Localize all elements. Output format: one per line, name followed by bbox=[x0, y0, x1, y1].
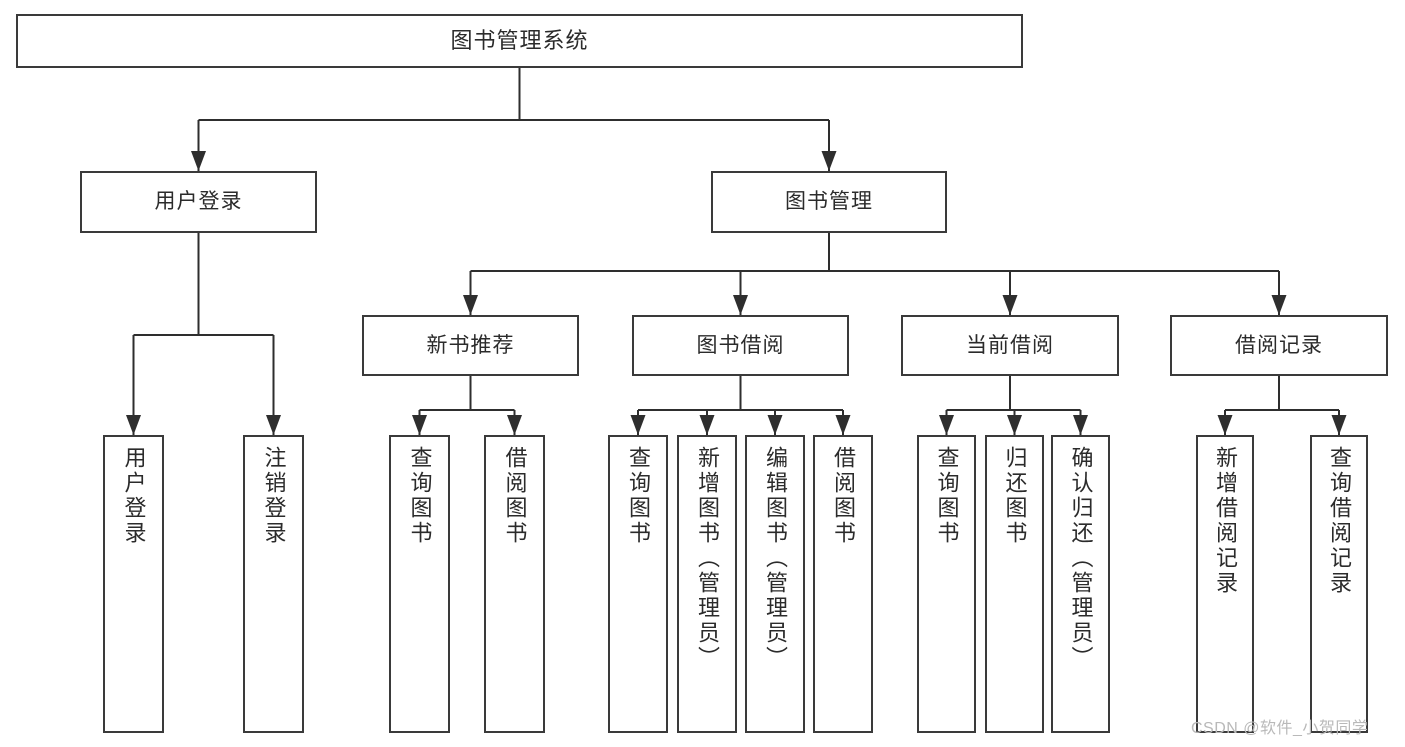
node-label: 查询借阅记录 bbox=[1327, 446, 1352, 596]
connector-arrowhead bbox=[1002, 295, 1018, 315]
connector-arrowhead bbox=[939, 415, 954, 435]
node-label: 图书管理 bbox=[785, 190, 873, 214]
node-label: 用户登录 bbox=[154, 190, 243, 214]
node-leaf-rec-query-record[interactable]: 查询借阅记录 bbox=[1310, 435, 1368, 733]
node-borrow-record[interactable]: 借阅记录 bbox=[1170, 315, 1388, 376]
connector-arrowhead bbox=[1073, 415, 1088, 435]
node-leaf-cur-confirm-return[interactable]: 确认归还（管理员） bbox=[1051, 435, 1110, 733]
node-label: 图书借阅 bbox=[696, 333, 785, 357]
node-new-book-rec[interactable]: 新书推荐 bbox=[362, 315, 579, 376]
node-label: 查询图书 bbox=[407, 446, 433, 546]
node-leaf-borrow-borrow-book[interactable]: 借阅图书 bbox=[813, 435, 873, 733]
node-leaf-user-logout[interactable]: 注销登录 bbox=[243, 435, 304, 733]
connector-arrowhead bbox=[733, 295, 748, 315]
connector-arrowhead bbox=[1331, 415, 1347, 435]
connector-arrowhead bbox=[1217, 415, 1233, 435]
node-leaf-rec-query-book[interactable]: 查询图书 bbox=[389, 435, 450, 733]
node-label: 新书推荐 bbox=[426, 333, 515, 357]
node-label: 新增借阅记录 bbox=[1213, 446, 1238, 596]
node-root[interactable]: 图书管理系统 bbox=[16, 14, 1023, 68]
node-leaf-borrow-query-book[interactable]: 查询图书 bbox=[608, 435, 668, 733]
node-label: 新增图书（管理员） bbox=[695, 446, 720, 671]
node-book-manage[interactable]: 图书管理 bbox=[711, 171, 947, 233]
node-leaf-borrow-edit-book[interactable]: 编辑图书（管理员） bbox=[745, 435, 805, 733]
connector-arrowhead bbox=[126, 415, 141, 435]
connector-arrowhead bbox=[630, 415, 646, 435]
node-label: 当前借阅 bbox=[966, 333, 1054, 357]
node-label: 借阅图书 bbox=[831, 446, 856, 546]
connector-arrowhead bbox=[412, 415, 427, 435]
node-label: 确认归还（管理员） bbox=[1068, 446, 1094, 671]
node-current-borrow[interactable]: 当前借阅 bbox=[901, 315, 1119, 376]
node-leaf-rec-add-record[interactable]: 新增借阅记录 bbox=[1196, 435, 1254, 733]
connector-arrowhead bbox=[266, 415, 281, 435]
node-label: 借阅图书 bbox=[502, 446, 528, 546]
connector-arrowhead bbox=[1007, 415, 1022, 435]
node-book-borrow[interactable]: 图书借阅 bbox=[632, 315, 849, 376]
node-label: 查询图书 bbox=[934, 446, 960, 546]
connector-arrowhead bbox=[191, 151, 206, 171]
connector-arrowhead bbox=[1271, 295, 1287, 315]
connector-arrowhead bbox=[463, 295, 478, 315]
node-leaf-rec-borrow-book[interactable]: 借阅图书 bbox=[484, 435, 545, 733]
node-label: 图书管理系统 bbox=[450, 27, 589, 53]
connector-arrowhead bbox=[699, 415, 715, 435]
node-label: 用户登录 bbox=[121, 446, 147, 546]
node-leaf-borrow-add-book[interactable]: 新增图书（管理员） bbox=[677, 435, 737, 733]
connector-arrowhead bbox=[821, 151, 837, 171]
connector-arrowhead bbox=[835, 415, 851, 435]
node-label: 编辑图书（管理员） bbox=[763, 446, 788, 671]
node-label: 注销登录 bbox=[261, 446, 287, 546]
node-label: 归还图书 bbox=[1002, 446, 1028, 546]
node-leaf-cur-return-book[interactable]: 归还图书 bbox=[985, 435, 1044, 733]
node-user-login[interactable]: 用户登录 bbox=[80, 171, 317, 233]
node-leaf-user-login[interactable]: 用户登录 bbox=[103, 435, 164, 733]
node-leaf-cur-query-book[interactable]: 查询图书 bbox=[917, 435, 976, 733]
node-label: 借阅记录 bbox=[1235, 333, 1323, 357]
node-label: 查询图书 bbox=[626, 446, 651, 546]
connector-arrowhead bbox=[767, 415, 783, 435]
connector-arrowhead bbox=[507, 415, 522, 435]
